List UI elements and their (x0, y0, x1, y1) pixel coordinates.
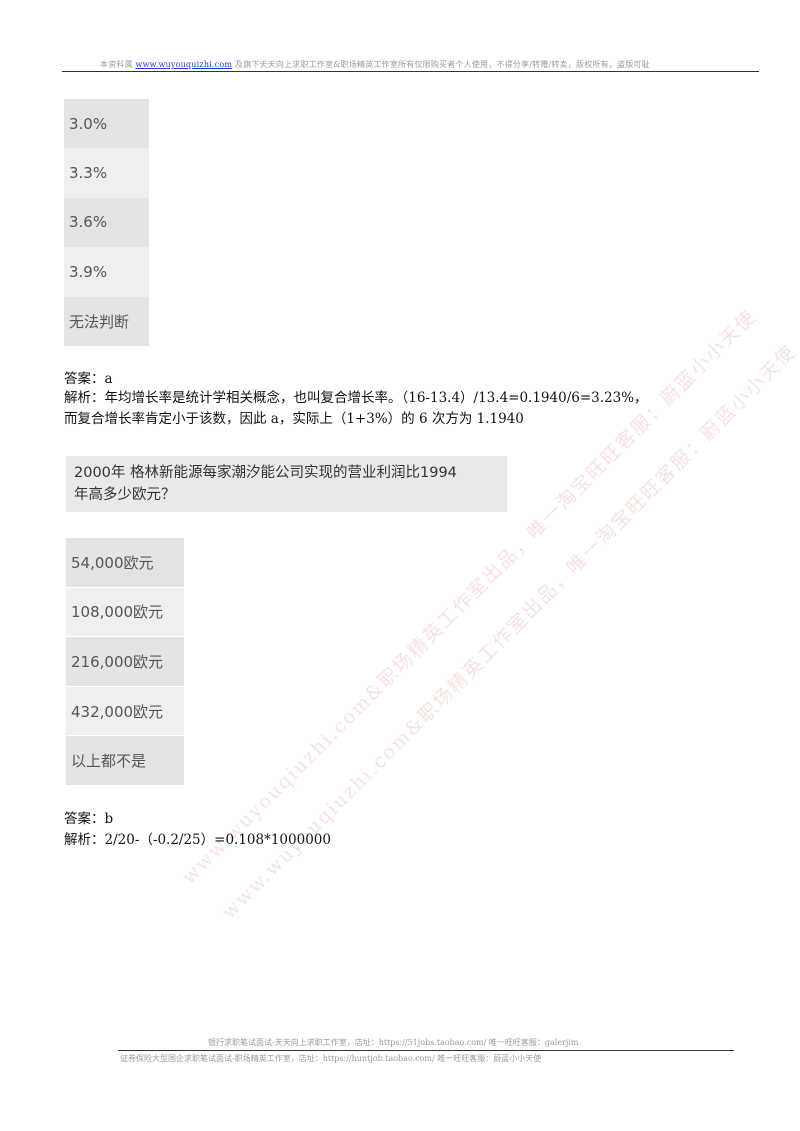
question1-option-5: 无法判断 (64, 296, 149, 346)
header-prefix: 本资料属 (100, 60, 136, 69)
question1-analysis-line2: 而复合增长率肯定小于该数，因此 a，实际上（1+3%）的 6 次方为 1.194… (64, 411, 524, 427)
question1-answer: 答案：a (64, 371, 113, 387)
question1-option-3: 3.6% (64, 197, 149, 248)
header-notice: 本资料属 www.wuyouquizhi.com 及旗下天天向上求职工作室&职场… (100, 59, 760, 70)
question2-option-5: 以上都不是 (66, 736, 184, 786)
header-link[interactable]: www.wuyouquizhi.com (135, 60, 233, 69)
question1-option-2: 3.3% (64, 148, 149, 198)
question2-option-4: 432,000欧元 (66, 686, 184, 737)
question2-options-table: 54,000欧元 108,000欧元 216,000欧元 432,000欧元 以… (66, 538, 184, 786)
footer-divider (118, 1050, 734, 1051)
question2-analysis: 解析：2/20-（-0.2/25）=0.108*1000000 (64, 832, 331, 848)
question2-option-3: 216,000欧元 (66, 637, 184, 687)
question1-analysis-line1: 解析：年均增长率是统计学相关概念，也叫复合增长率。（16-13.4）/13.4=… (64, 390, 648, 406)
question1-options-table: 3.0% 3.3% 3.6% 3.9% 无法判断 (64, 99, 149, 346)
question2-option-1: 54,000欧元 (66, 538, 184, 588)
question1-option-1: 3.0% (64, 99, 149, 149)
footer-line-2: 证券保险大型国企求职笔试面试-职场精英工作室，店址：https://huntjo… (120, 1054, 542, 1063)
question2-prompt: 2000年 格林新能源每家潮汐能公司实现的营业利润比1994 年高多少欧元？ (66, 456, 507, 512)
question2-prompt-line1: 2000年 格林新能源每家潮汐能公司实现的营业利润比1994 (74, 465, 457, 481)
header-suffix: 及旗下天天向上求职工作室&职场精英工作室所有仅限购买者个人使用，不得分享/转赠/… (232, 60, 650, 69)
question2-answer: 答案：b (64, 811, 114, 827)
header-divider (62, 71, 759, 72)
footer-line-1: 银行求职笔试面试-天天向上求职工作室，店址：https://51jobs.tao… (208, 1038, 579, 1047)
question1-option-4: 3.9% (64, 247, 149, 297)
question2-option-2: 108,000欧元 (66, 587, 184, 638)
question2-prompt-line2: 年高多少欧元？ (74, 487, 176, 503)
